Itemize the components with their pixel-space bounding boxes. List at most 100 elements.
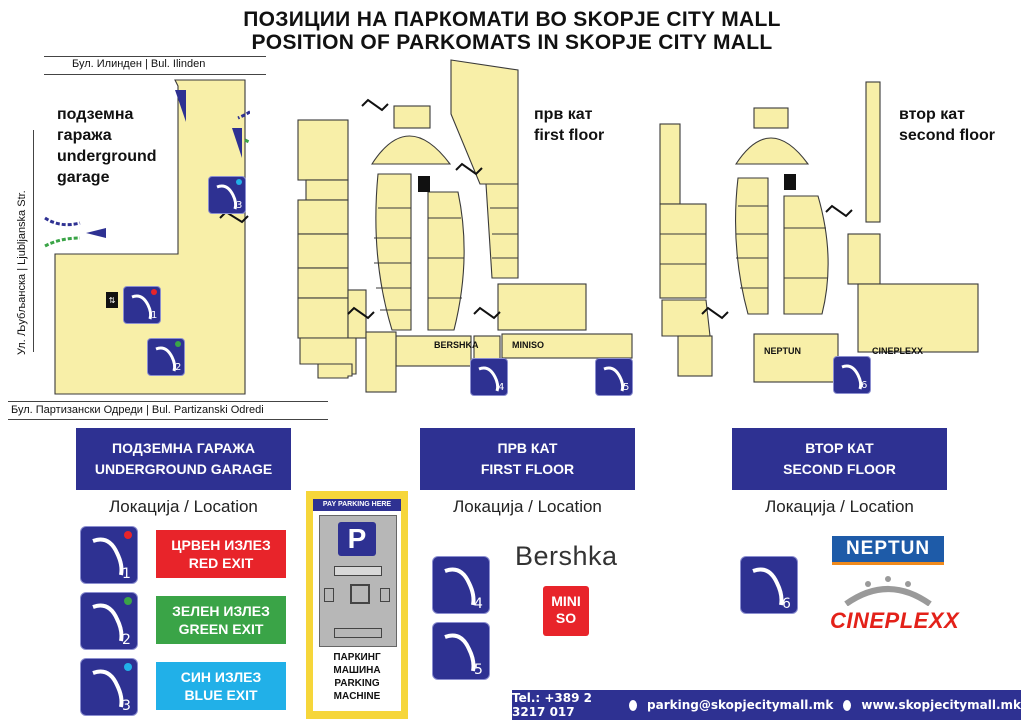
map-label-miniso: MINISO (512, 340, 545, 350)
parkomat-6-map-icon[interactable]: 6 (833, 356, 871, 394)
cineplexx-logo-text: CINEPLEXX (830, 608, 960, 633)
machine-caption-4: MACHINE (333, 691, 381, 702)
machine-ticket-out (334, 628, 382, 638)
parking-machine-caption: ПАРКИНГ МАШИНА PARKING MACHINE (313, 651, 401, 703)
map-label-bershka: BERSHKA (434, 340, 479, 350)
street-partizanski-line-top (8, 401, 328, 402)
header-first-floor: ПРВ КАТ FIRST FLOOR (420, 428, 635, 490)
label-first-floor-mk: прв кат (534, 106, 593, 123)
machine-slot-right (380, 588, 390, 602)
label-underground-line-1: подземна (57, 106, 134, 123)
parkomat-6-legend-icon[interactable]: 6 (740, 556, 798, 614)
header-garage-en: UNDERGROUND GARAGE (94, 461, 273, 477)
footer-email[interactable]: parking@skopjecitymall.mk (647, 698, 834, 712)
street-ilinden-line-bottom (44, 74, 266, 75)
parking-machine-illustration: PAY PARKING HERE P ПАРКИНГ МАШИНА PARKIN… (306, 491, 408, 719)
machine-caption-3: PARKING (334, 678, 380, 689)
label-underground-line-3: underground (57, 148, 157, 165)
contact-footer: Tel.: +389 2 3217 017 parking@skopjecity… (512, 690, 1021, 720)
parkomat-5-legend-number: 5 (474, 662, 483, 678)
footer-website[interactable]: www.skopjecitymall.mk (861, 698, 1021, 712)
parking-p-sign: P (338, 522, 376, 556)
label-underground-garage: подземна гаража underground garage (57, 104, 157, 188)
map-label-cineplexx: CINEPLEXX (872, 346, 924, 356)
garage-floor-plan: ⇅ (44, 79, 250, 395)
header-second-en: SECOND FLOOR (783, 461, 896, 477)
parkomat-4-legend-number: 4 (474, 596, 483, 612)
miniso-logo-line-1: MINI (551, 593, 581, 609)
green-exit-label: ЗЕЛЕН ИЗЛЕЗ GREEN EXIT (156, 596, 286, 644)
red-exit-label: ЦРВЕН ИЗЛЕЗ RED EXIT (156, 530, 286, 578)
location-label-garage: Локација / Location (109, 497, 258, 516)
parking-machine-body: PAY PARKING HERE P ПАРКИНГ МАШИНА PARKIN… (313, 499, 401, 711)
parkomat-4-map-number: 4 (498, 382, 504, 393)
machine-card-reader (350, 584, 370, 604)
label-first-floor-en: first floor (534, 127, 605, 144)
street-ilinden: Бул. Илинден | Bul. Ilinden (72, 58, 206, 70)
parkomat-1-legend-number: 1 (122, 566, 131, 582)
parkomat-3-legend-number: 3 (122, 698, 131, 714)
parkomat-4-legend-icon[interactable]: 4 (432, 556, 490, 614)
label-underground-line-4: garage (57, 169, 110, 186)
label-second-floor-en: second floor (899, 127, 996, 144)
footer-separator-dot (629, 699, 638, 711)
label-first-floor: прв кат first floor (534, 104, 604, 146)
parkomat-2-map-icon[interactable]: 2 (147, 338, 185, 376)
street-ljubljanska: Ул. Љубљанска | Ljubljanska Str. (16, 190, 28, 355)
parkomat-2-map-number: 2 (175, 362, 181, 373)
first-floor-plan (297, 59, 633, 393)
blue-exit-en: BLUE EXIT (184, 687, 258, 703)
header-garage-mk: ПОДЗЕМНА ГАРАЖА (112, 440, 255, 456)
green-exit-mk: ЗЕЛЕН ИЗЛЕЗ (172, 603, 270, 619)
svg-text:⇅: ⇅ (109, 296, 116, 305)
street-partizanski: Бул. Партизански Одреди | Bul. Partizans… (11, 404, 264, 416)
blue-exit-label: СИН ИЗЛЕЗ BLUE EXIT (156, 662, 286, 710)
parkomat-5-legend-icon[interactable]: 5 (432, 622, 490, 680)
footer-separator-dot (843, 699, 852, 711)
cineplexx-logo-mark (844, 576, 932, 606)
second-floor-plan (659, 81, 979, 383)
parkomat-3-map-icon[interactable]: 3 (208, 176, 246, 214)
parkomat-1-map-icon[interactable]: 1 (123, 286, 161, 324)
label-second-floor-mk: втор кат (899, 106, 965, 123)
street-ilinden-line-top (44, 56, 266, 57)
miniso-logo-line-2: SO (555, 610, 577, 626)
machine-display (334, 566, 382, 576)
title-english: POSITION OF PARKOMATS IN SKOPJE CITY MAL… (251, 31, 773, 54)
footer-phone[interactable]: Tel.: +389 2 3217 017 (512, 691, 593, 719)
map-label-neptun: NEPTUN (764, 346, 802, 356)
red-exit-mk: ЦРВЕН ИЗЛЕЗ (171, 537, 271, 553)
header-second-floor: ВТОР КАТ SECOND FLOOR (732, 428, 947, 490)
header-first-en: FIRST FLOOR (480, 461, 575, 477)
parkomat-2-legend-icon[interactable]: 2 (80, 592, 138, 650)
miniso-logo: MINI SO (543, 586, 589, 636)
label-underground-line-2: гаража (57, 127, 112, 144)
blue-exit-mk: СИН ИЗЛЕЗ (180, 669, 262, 685)
bershka-logo: Bershka (515, 541, 618, 571)
street-partizanski-line-bottom (8, 419, 328, 420)
parkomat-4-map-icon[interactable]: 4 (470, 358, 508, 396)
parkomat-5-map-icon[interactable]: 5 (595, 358, 633, 396)
label-second-floor: втор кат second floor (899, 104, 995, 146)
pay-parking-here-label: PAY PARKING HERE (313, 499, 401, 511)
parkomat-6-map-number: 6 (861, 380, 867, 391)
parkomat-2-legend-number: 2 (122, 632, 131, 648)
location-label-second: Локација / Location (765, 497, 914, 516)
parkomat-3-legend-icon[interactable]: 3 (80, 658, 138, 716)
header-underground-garage: ПОДЗЕМНА ГАРАЖА UNDERGROUND GARAGE (76, 428, 291, 490)
red-exit-en: RED EXIT (188, 555, 254, 571)
street-ljubljanska-line (33, 130, 34, 352)
machine-caption-2: МАШИНА (333, 665, 381, 676)
parkomat-1-legend-icon[interactable]: 1 (80, 526, 138, 584)
machine-slot-left (324, 588, 334, 602)
green-exit-en: GREEN EXIT (178, 621, 264, 637)
machine-caption-1: ПАРКИНГ (333, 652, 381, 663)
parkomat-6-legend-number: 6 (782, 596, 791, 612)
title-macedonian: ПОЗИЦИИ НА ПАРКОМАТИ ВО SKOPJE CITY MALL (243, 8, 781, 31)
machine-panel: P (319, 515, 397, 647)
header-second-mk: ВТОР КАТ (805, 440, 874, 456)
parkomat-3-map-number: 3 (236, 200, 242, 211)
parkomat-5-map-number: 5 (623, 382, 629, 393)
location-label-first: Локација / Location (453, 497, 602, 516)
neptun-logo: NEPTUN (832, 536, 944, 565)
